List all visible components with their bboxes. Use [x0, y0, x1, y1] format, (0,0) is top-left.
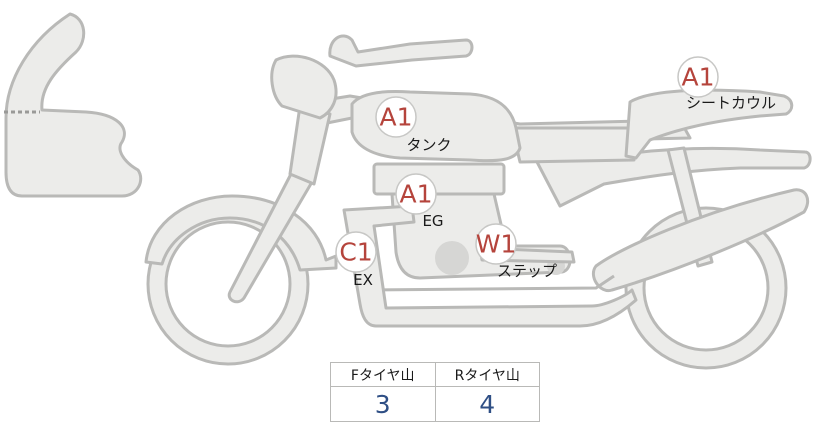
marker-seat-cowl[interactable]: A1 シートカウル [677, 56, 776, 112]
front-tire-tread-value: 3 [330, 386, 436, 422]
marker-exhaust[interactable]: C1 EX [335, 231, 377, 289]
handlebar [328, 34, 474, 68]
marker-engine-label: EG [422, 212, 443, 230]
marker-tank-code: A1 [379, 103, 412, 132]
front-fork [227, 170, 314, 304]
front-cowl [4, 12, 143, 198]
marker-step[interactable]: W1 ステップ [475, 223, 557, 280]
exhaust-pipe [342, 204, 638, 328]
marker-engine[interactable]: A1 EG [395, 173, 444, 230]
headlight [270, 54, 338, 120]
marker-exhaust-code: C1 [339, 238, 372, 267]
marker-exhaust-label: EX [353, 271, 373, 289]
marker-step-code: W1 [476, 230, 517, 259]
tire-tread-value-row: 3 4 [330, 386, 540, 422]
rear-frame [510, 126, 636, 164]
tire-tread-table: Fタイヤ山 Rタイヤ山 3 4 [330, 362, 540, 422]
marker-step-label: ステップ [497, 262, 557, 280]
marker-tank-label: タンク [406, 136, 451, 154]
marker-seat-cowl-code: A1 [681, 63, 714, 92]
marker-engine-code: A1 [399, 180, 432, 209]
front-tire-tread-header: Fタイヤ山 [330, 362, 436, 387]
rear-fender [534, 146, 812, 208]
seat-cowl-shape [624, 88, 794, 160]
tire-tread-header-row: Fタイヤ山 Rタイヤ山 [330, 362, 540, 387]
rear-tire-tread-header: Rタイヤ山 [434, 362, 540, 387]
marker-seat-cowl-label: シートカウル [686, 94, 776, 112]
marker-tank[interactable]: A1 タンク [375, 96, 452, 154]
rear-tire-tread-value: 4 [434, 386, 540, 422]
fork-upper [288, 104, 332, 186]
swingarm [591, 188, 810, 293]
